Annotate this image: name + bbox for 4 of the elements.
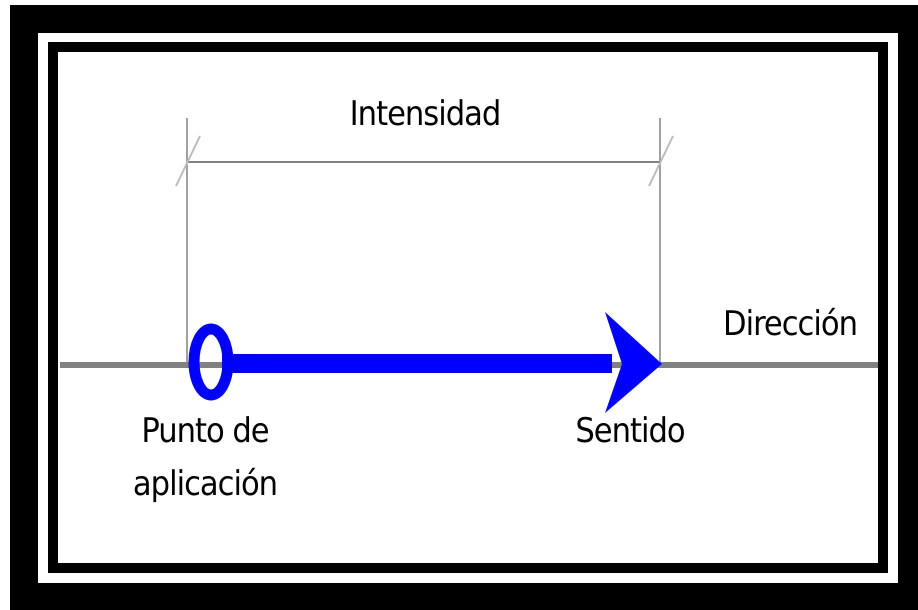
sense-label: Sentido	[574, 410, 686, 453]
application-point-label: Punto de aplicación	[132, 410, 278, 506]
dimension-label: Intensidad	[348, 93, 502, 136]
direction-label: Dirección	[722, 303, 858, 346]
